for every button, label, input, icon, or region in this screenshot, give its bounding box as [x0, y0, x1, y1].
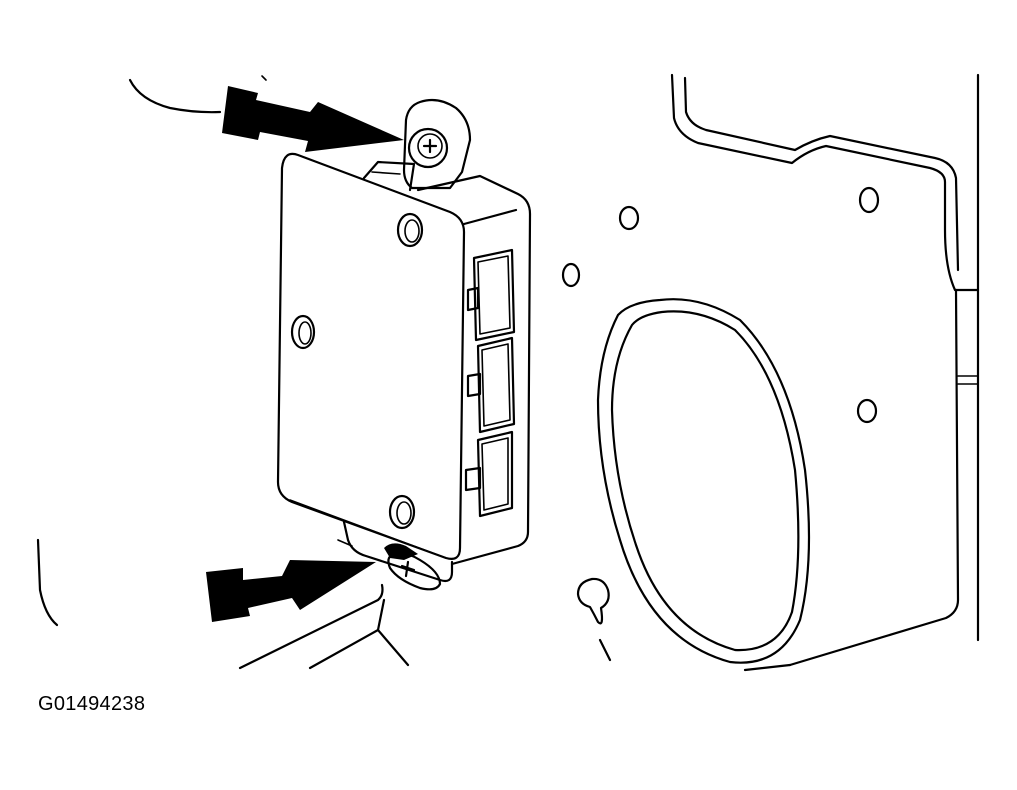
- screw-icon: [422, 138, 438, 154]
- keyhole-opening: [576, 577, 610, 625]
- panel-hole: [856, 398, 878, 424]
- lower-mounting-tab: [337, 520, 454, 583]
- speaker-opening: [596, 298, 811, 664]
- door-contours: [36, 75, 410, 670]
- lower-callout-arrow: [206, 560, 376, 622]
- arrow-icon: [222, 86, 404, 152]
- figure-code: G01494238: [38, 693, 146, 715]
- module-location-diagram: [36, 73, 980, 672]
- connector-3: [464, 430, 514, 518]
- cover-hole: [396, 212, 424, 248]
- connector-1: [466, 248, 516, 342]
- connector-2: [466, 336, 516, 434]
- upper-screw: [407, 127, 449, 169]
- upper-mounting-tab: [362, 98, 472, 192]
- panel-hole: [618, 205, 640, 231]
- screw-icon: [400, 560, 416, 578]
- upper-callout-arrow: [222, 86, 404, 152]
- panel-hole: [858, 186, 880, 214]
- arrow-icon: [206, 560, 376, 622]
- cover-hole: [290, 314, 316, 350]
- module-cover: [276, 152, 466, 560]
- control-module: [276, 152, 532, 566]
- cover-hole: [388, 494, 416, 530]
- lower-screw: [384, 543, 442, 591]
- panel-hole: [561, 262, 581, 288]
- door-inner-panel: [561, 73, 980, 672]
